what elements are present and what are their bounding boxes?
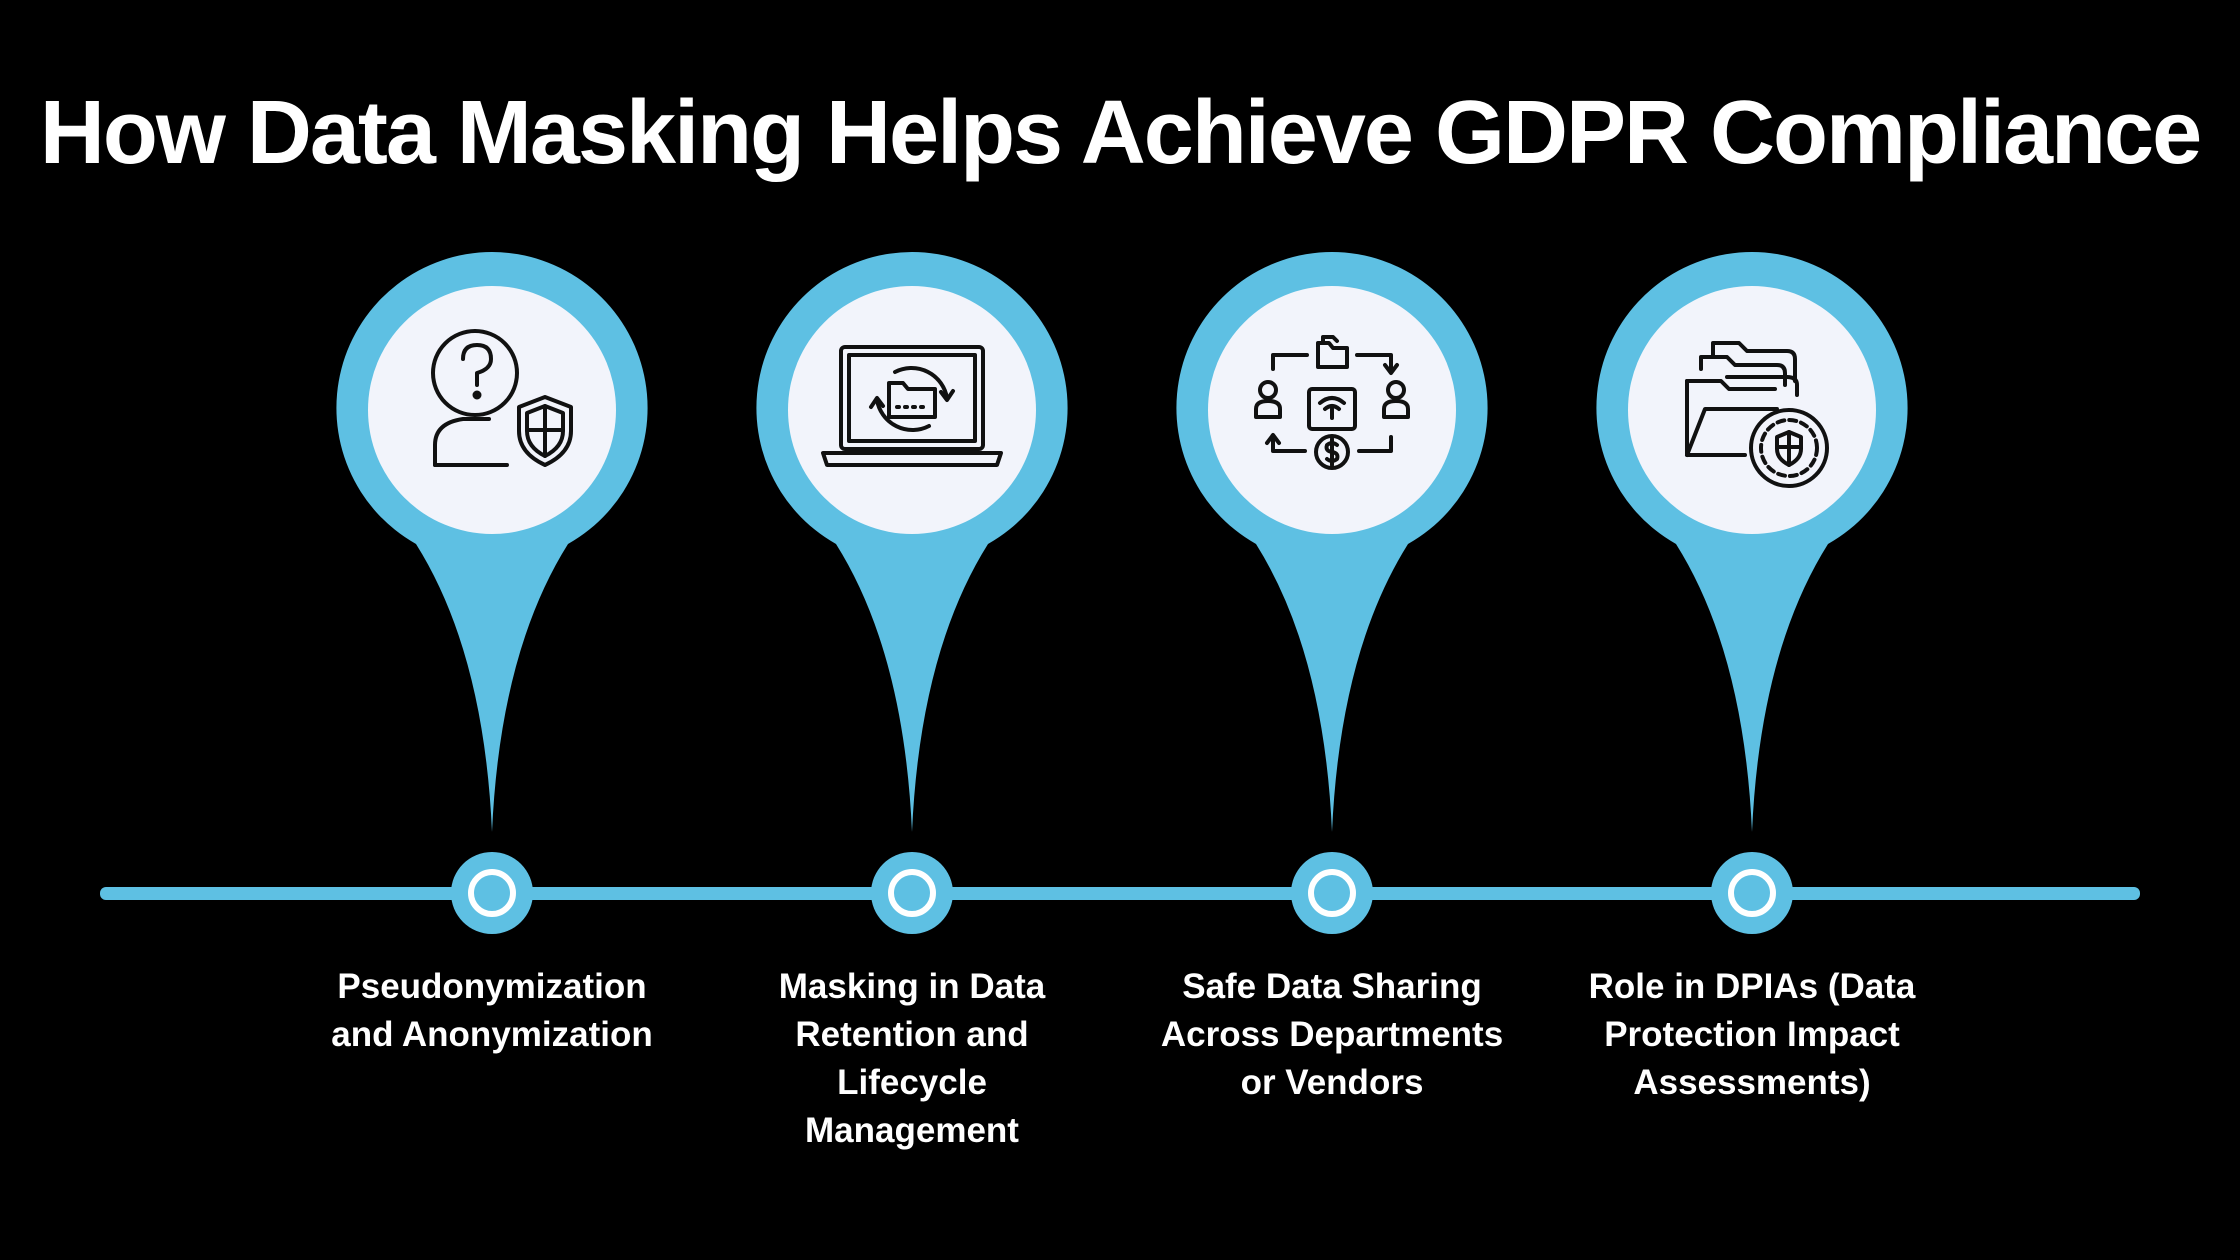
step-label: Masking in Data Retention and Lifecycle … bbox=[778, 967, 1046, 1150]
data-sharing-network-icon bbox=[1207, 285, 1457, 535]
page-title: How Data Masking Helps Achieve GDPR Comp… bbox=[39, 83, 2202, 183]
step-label: Pseudonymization and Anonymization bbox=[331, 967, 653, 1054]
folders-protection-badge-icon bbox=[1627, 285, 1877, 535]
step-label: Safe Data Sharing Across Departments or … bbox=[1160, 967, 1504, 1102]
timeline-line bbox=[100, 887, 2140, 900]
timeline-node bbox=[1711, 852, 1793, 934]
question-person-shield-icon bbox=[367, 285, 617, 535]
step-label: Role in DPIAs (Data Protection Impact As… bbox=[1588, 967, 1916, 1102]
timeline-node bbox=[1291, 852, 1373, 934]
laptop-folder-sync-icon bbox=[787, 285, 1037, 535]
timeline-node bbox=[451, 852, 533, 934]
timeline-node bbox=[871, 852, 953, 934]
